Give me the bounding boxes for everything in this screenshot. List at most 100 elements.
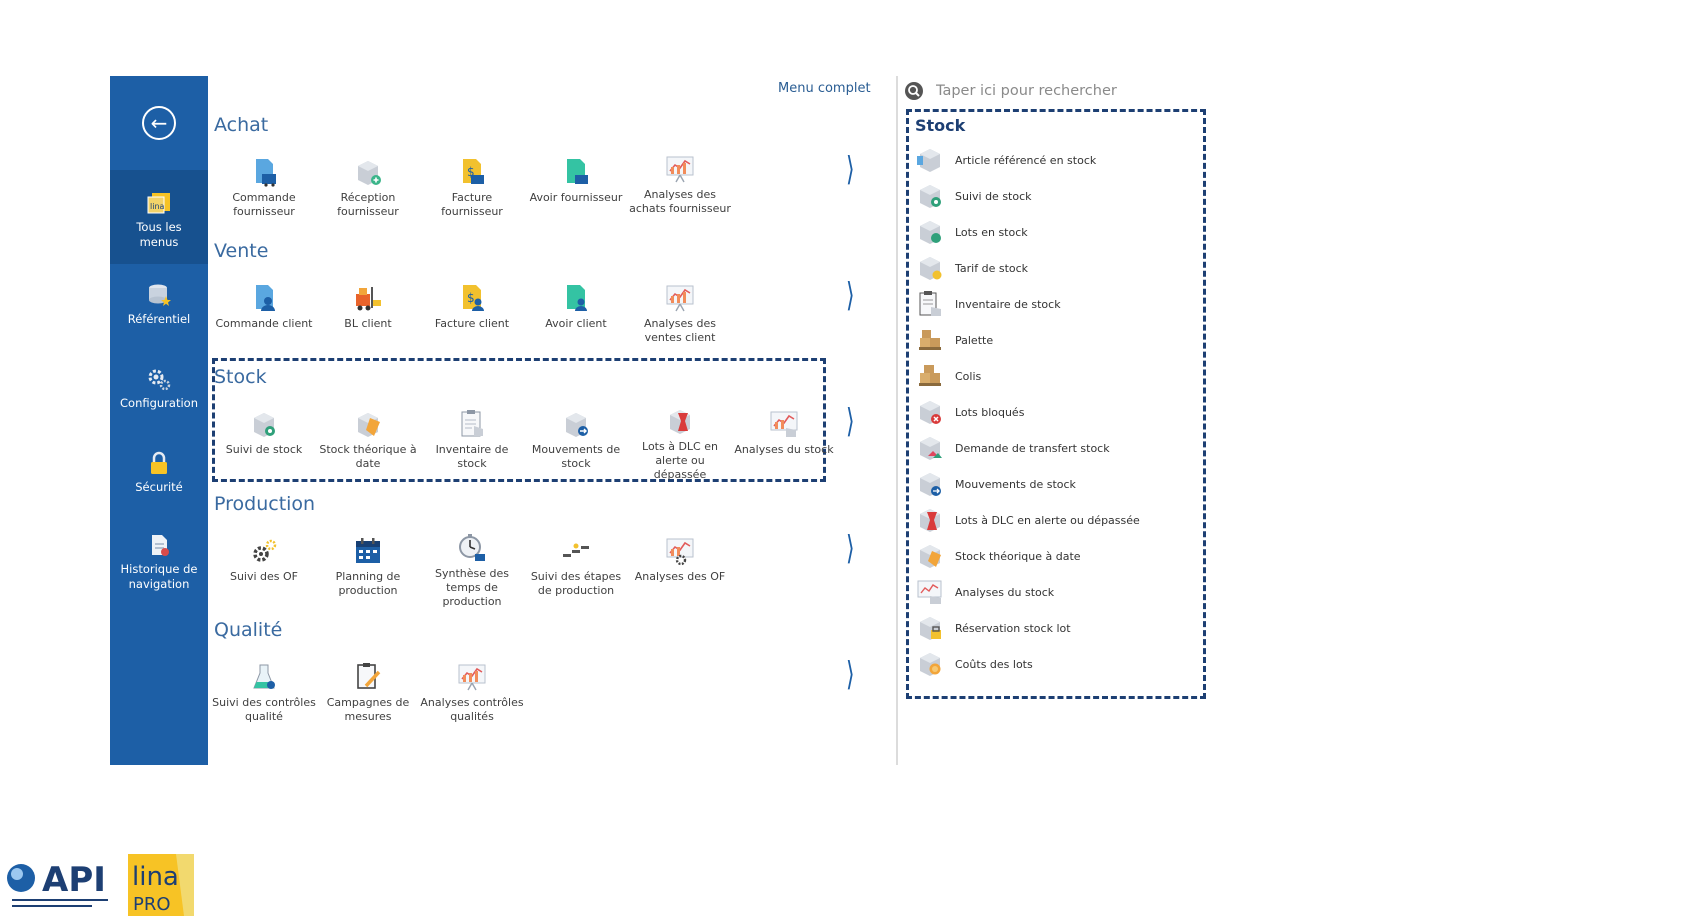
svg-text:$: $: [467, 291, 475, 305]
vertical-divider: [896, 76, 898, 765]
invoice-icon: $: [463, 159, 484, 184]
tile-commande-fournisseur[interactable]: Commande fournisseur: [212, 156, 316, 219]
results-title: Stock: [915, 116, 966, 135]
analytics-chart-icon: [666, 285, 694, 312]
back-arrow-icon: ←: [142, 106, 176, 140]
nav-item-securite[interactable]: Sécurité: [110, 450, 208, 495]
dlc-alert-icon: [670, 410, 690, 434]
tile-synthese-temps[interactable]: Synthèse des temps de production: [420, 532, 524, 609]
result-item[interactable]: Inventaire de stock: [916, 289, 1196, 319]
nav-item-historique[interactable]: Historique de navigation: [110, 532, 208, 592]
tile-facture-fournisseur[interactable]: $ Facture fournisseur: [420, 156, 524, 219]
search-results-box: [906, 109, 1206, 699]
analytics-chart-icon: [458, 664, 486, 691]
stock-highlight-box: [212, 358, 826, 482]
stock-movement-icon: [920, 473, 941, 496]
result-item[interactable]: Lots en stock: [916, 217, 1196, 247]
analytics-chart-icon: [917, 580, 942, 604]
tile-bl-client[interactable]: BL client: [316, 282, 420, 331]
stock-price-icon: [920, 257, 942, 280]
svg-text:lina: lina: [150, 202, 165, 211]
result-item[interactable]: Lots bloqués: [916, 397, 1196, 427]
chevron-right-icon[interactable]: ⟩: [846, 403, 855, 441]
tile-commande-client[interactable]: Commande client: [212, 282, 316, 331]
calendar-icon: [356, 538, 380, 563]
search-input[interactable]: [934, 82, 1198, 100]
result-item[interactable]: Analyses du stock: [916, 577, 1196, 607]
tile-suivi-etapes[interactable]: Suivi des étapes de production: [524, 535, 628, 598]
reservation-icon: [920, 617, 941, 640]
order-icon: [256, 159, 276, 187]
menu-complet-link[interactable]: Menu complet: [778, 81, 871, 96]
tile-analyses-des-of[interactable]: Analyses des OF: [628, 535, 732, 584]
back-button[interactable]: ←: [110, 76, 208, 170]
lot-cost-icon: [920, 653, 941, 676]
chevron-right-icon[interactable]: ⟩: [846, 277, 855, 315]
padlock-icon: [151, 451, 167, 474]
transfer-icon: [920, 437, 942, 460]
search-icon[interactable]: [904, 81, 924, 101]
svg-text:PRO: PRO: [133, 894, 171, 915]
tile-analyses-ventes[interactable]: Analyses des ventes client: [628, 282, 732, 345]
forklift-icon: [356, 287, 381, 311]
result-item[interactable]: Coûts des lots: [916, 649, 1196, 679]
result-item[interactable]: Tarif de stock: [916, 253, 1196, 283]
nav-item-referentiel[interactable]: Référentiel: [110, 282, 208, 327]
stock-box-icon: [920, 185, 941, 208]
tile-analyses-achats[interactable]: Analyses des achats fournisseur: [628, 153, 732, 216]
chevron-right-icon[interactable]: ⟩: [846, 151, 855, 189]
tile-planning-production[interactable]: Planning de production: [316, 535, 420, 598]
tile-suivi-de-stock[interactable]: Suivi de stock: [212, 408, 316, 457]
tile-lots-dlc[interactable]: Lots à DLC en alerte ou dépassée: [628, 405, 732, 482]
tile-analyses-du-stock[interactable]: Analyses du stock: [732, 408, 836, 457]
tile-reception-fournisseur[interactable]: Réception fournisseur: [316, 156, 420, 219]
tile-suivi-controles-qualite[interactable]: Suivi des contrôles qualité: [212, 661, 316, 724]
result-item[interactable]: Palette: [916, 325, 1196, 355]
dlc-alert-icon: [920, 509, 940, 532]
blocked-lot-icon: [920, 401, 941, 424]
section-title-achat: Achat: [214, 114, 269, 136]
chevron-right-icon[interactable]: ⟩: [846, 656, 855, 694]
result-item[interactable]: Stock théorique à date: [916, 541, 1196, 571]
stock-box-date-icon: [358, 413, 380, 437]
lab-flask-icon: [253, 664, 275, 689]
nav-item-tous-les-menus[interactable]: lina Tous les menus: [110, 170, 208, 264]
stock-box-icon: [917, 149, 940, 172]
svg-text:$: $: [467, 165, 475, 179]
result-item[interactable]: Demande de transfert stock: [916, 433, 1196, 463]
tile-analyses-controles[interactable]: Analyses contrôles qualités: [420, 661, 524, 724]
result-item[interactable]: Lots à DLC en alerte ou dépassée: [916, 505, 1196, 535]
left-nav: ← lina Tous les menus Référentiel Config…: [110, 76, 208, 765]
gears-icon: [253, 539, 277, 562]
analytics-chart-icon: [666, 156, 694, 183]
inventory-clipboard-icon: [919, 291, 941, 316]
stock-box-date-icon: [920, 545, 941, 568]
section-title-qualite: Qualité: [214, 619, 283, 641]
clipboard-pen-icon: [357, 663, 381, 689]
analytics-chart-icon: [770, 411, 798, 437]
tile-mouvements-de-stock[interactable]: Mouvements de stock: [524, 408, 628, 471]
tile-avoir-client[interactable]: Avoir client: [524, 282, 628, 331]
tile-inventaire-de-stock[interactable]: Inventaire de stock: [420, 408, 524, 471]
chevron-right-icon[interactable]: ⟩: [846, 530, 855, 568]
invoice-icon: $: [463, 285, 484, 311]
stock-movement-icon: [566, 413, 588, 437]
steps-icon: [563, 543, 589, 557]
result-item[interactable]: Réservation stock lot: [916, 613, 1196, 643]
api-logo: API: [7, 860, 108, 907]
tile-facture-client[interactable]: $ Facture client: [420, 282, 524, 331]
credit-note-icon: [567, 159, 588, 184]
section-title-production: Production: [214, 493, 316, 515]
inventory-clipboard-icon: [461, 410, 483, 437]
tile-avoir-fournisseur[interactable]: Avoir fournisseur: [524, 156, 628, 205]
tile-campagnes-mesures[interactable]: Campagnes de mesures: [316, 661, 420, 724]
result-item[interactable]: Suivi de stock: [916, 181, 1196, 211]
result-item[interactable]: Colis: [916, 361, 1196, 391]
result-item[interactable]: Article référencé en stock: [916, 145, 1196, 175]
result-item[interactable]: Mouvements de stock: [916, 469, 1196, 499]
tile-stock-theorique[interactable]: Stock théorique à date: [316, 408, 420, 471]
nav-item-configuration[interactable]: Configuration: [110, 366, 208, 411]
pallet-icon: [919, 330, 941, 350]
tile-suivi-des-of[interactable]: Suivi des OF: [212, 535, 316, 584]
search-bar: [904, 80, 1204, 102]
